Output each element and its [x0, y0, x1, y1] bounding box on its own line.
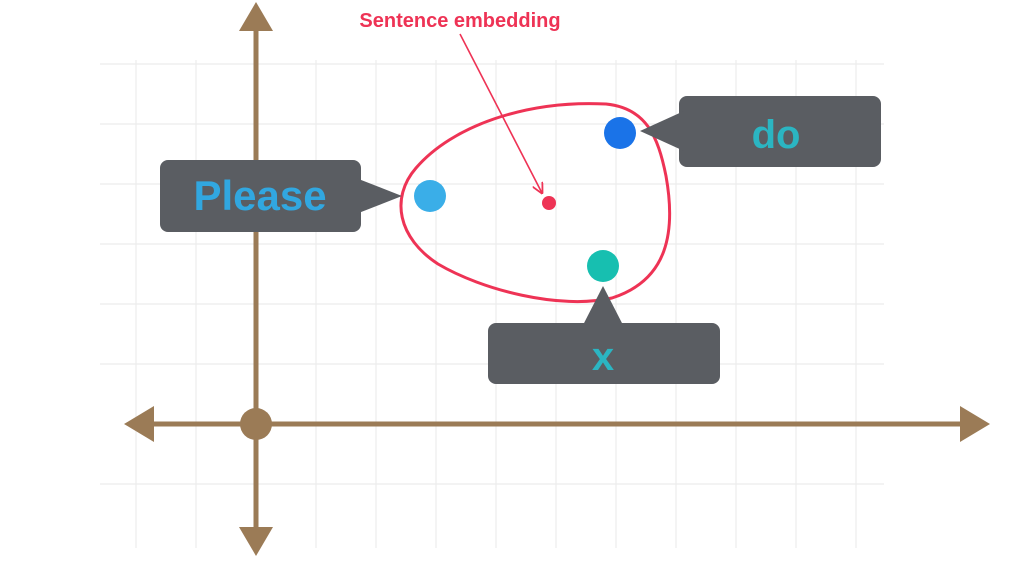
- sentence-embedding-label: Sentence embedding: [359, 10, 560, 32]
- callout-do-label: do: [752, 113, 801, 157]
- callout-x: x: [488, 286, 720, 384]
- callout-please: Please: [160, 160, 402, 232]
- x-axis-right-arrow: [960, 406, 990, 442]
- callout-please-label: Please: [193, 172, 326, 219]
- sentence-embedding-point: [542, 196, 556, 210]
- word-point-x: [587, 250, 619, 282]
- y-axis-top-arrow: [239, 2, 273, 31]
- annotation-arrow: [459, 33, 542, 193]
- callout-x-label: x: [592, 335, 614, 379]
- origin-point: [240, 408, 272, 440]
- callout-do: do: [640, 96, 881, 167]
- word-point-please: [414, 180, 446, 212]
- axes: [124, 2, 990, 556]
- word-point-do: [604, 117, 636, 149]
- y-axis-bottom-arrow: [239, 527, 273, 556]
- x-axis-left-arrow: [124, 406, 154, 442]
- sentence-cluster-outline: [399, 102, 672, 304]
